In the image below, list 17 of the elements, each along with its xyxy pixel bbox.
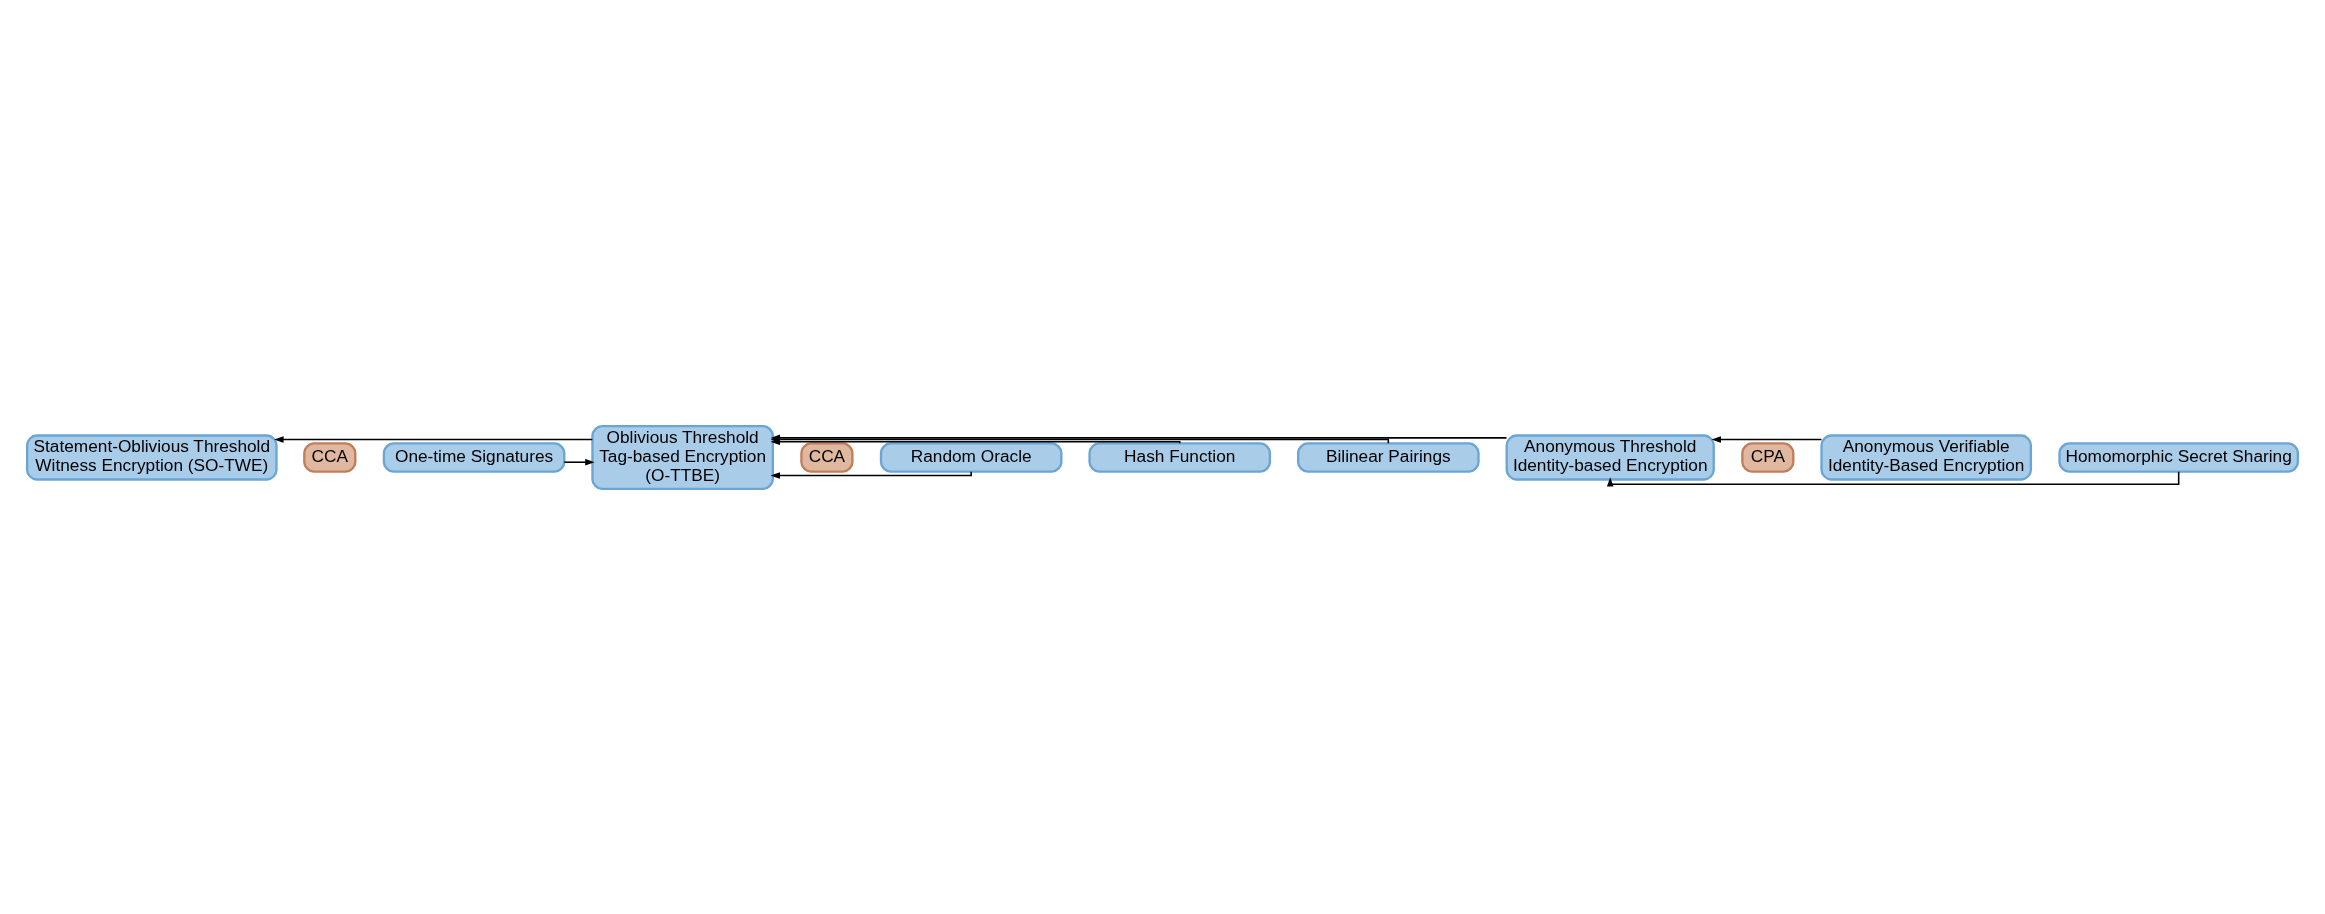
- node-box: Hash Function: [1088, 441, 1272, 473]
- arrow: [563, 458, 595, 465]
- node-box: Homomorphic Secret Sharing: [2058, 441, 2300, 473]
- node-box: Bilinear Pairings: [1296, 441, 1480, 473]
- arrow: [274, 435, 594, 443]
- node-box: Oblivious Threshold Tag-based Encryption (O-TTBE): [591, 424, 774, 490]
- node-box: CPA: [1741, 441, 1795, 473]
- arrow: [1711, 435, 1823, 443]
- arrow: [770, 470, 972, 479]
- node-box: Anonymous Verifiable Identity-Based Encryption: [1820, 433, 2033, 481]
- node-box: CCA: [303, 441, 357, 473]
- node-box: Statement-Oblivious Threshold Witness Encryption (SO-TWE): [25, 433, 278, 481]
- arrow: [1606, 470, 2180, 487]
- node-box: Random Oracle: [879, 441, 1063, 473]
- node-box: Anonymous Threshold Identity-based Encryption: [1505, 433, 1715, 481]
- node-box: CCA: [800, 441, 854, 473]
- node-box: One-time Signatures: [382, 441, 566, 473]
